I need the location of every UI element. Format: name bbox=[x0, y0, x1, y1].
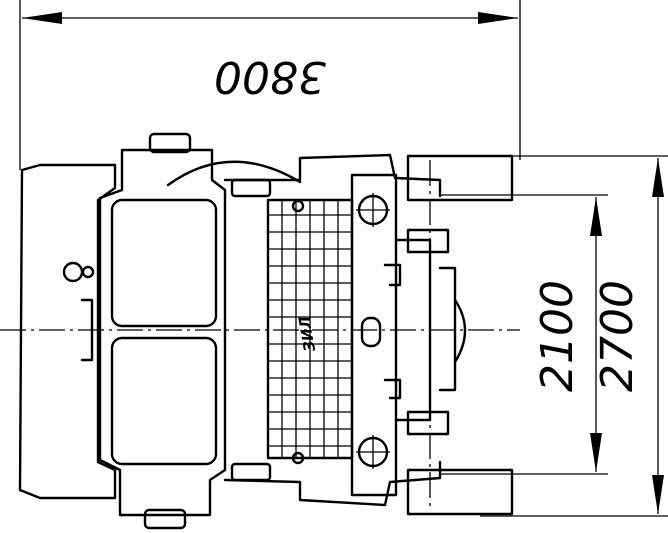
arrowhead-right bbox=[478, 12, 518, 24]
bumper-beam bbox=[350, 173, 398, 497]
headlamp-bottom bbox=[230, 462, 272, 482]
mirror-top bbox=[148, 132, 192, 154]
cab-roof-arc bbox=[166, 160, 302, 187]
cab-outline bbox=[98, 148, 227, 517]
width-dimensions: 2100 2700 bbox=[440, 155, 668, 517]
beacon-light-small bbox=[81, 265, 95, 279]
truck-body: ЗИЛ bbox=[18, 132, 514, 530]
spring-bracket-top bbox=[406, 228, 450, 254]
front-wheel-top bbox=[406, 154, 514, 202]
hood-bottom-edge bbox=[223, 460, 442, 507]
windshield-lower bbox=[110, 336, 218, 466]
width-dimension-label: 2700 bbox=[592, 280, 643, 392]
front-hook bbox=[80, 298, 94, 362]
length-dimension-label: 3800 bbox=[214, 51, 326, 102]
grille-bolt-top bbox=[291, 199, 305, 213]
length-dimension: 3800 bbox=[19, 0, 521, 170]
width-arrow-top bbox=[652, 158, 664, 197]
axle-housing bbox=[394, 238, 432, 422]
steering-link-bottom bbox=[383, 378, 402, 400]
width-arrow-bottom bbox=[652, 475, 664, 514]
track-dimension-label: 2100 bbox=[532, 280, 583, 392]
windshield-upper bbox=[110, 198, 218, 328]
mirror-bottom bbox=[143, 508, 187, 530]
headlamp-top bbox=[230, 178, 272, 198]
front-bumper-outline bbox=[18, 163, 117, 500]
differential bbox=[438, 266, 457, 392]
differential-cover bbox=[453, 298, 467, 364]
grille-logo: ЗИЛ bbox=[295, 314, 319, 353]
hood-top-edge bbox=[223, 153, 442, 198]
steering-link-top bbox=[383, 263, 402, 287]
grille-slats bbox=[268, 200, 352, 458]
beacon-light bbox=[62, 261, 84, 283]
spring-bracket-bottom bbox=[406, 410, 450, 436]
arrowhead-left bbox=[22, 12, 62, 24]
track-arrow-bottom bbox=[590, 433, 602, 472]
grille-bolt-bottom bbox=[291, 451, 305, 465]
front-wheel-bottom bbox=[406, 468, 514, 516]
number-plate-mount bbox=[360, 316, 382, 348]
track-arrow-top bbox=[590, 197, 602, 236]
